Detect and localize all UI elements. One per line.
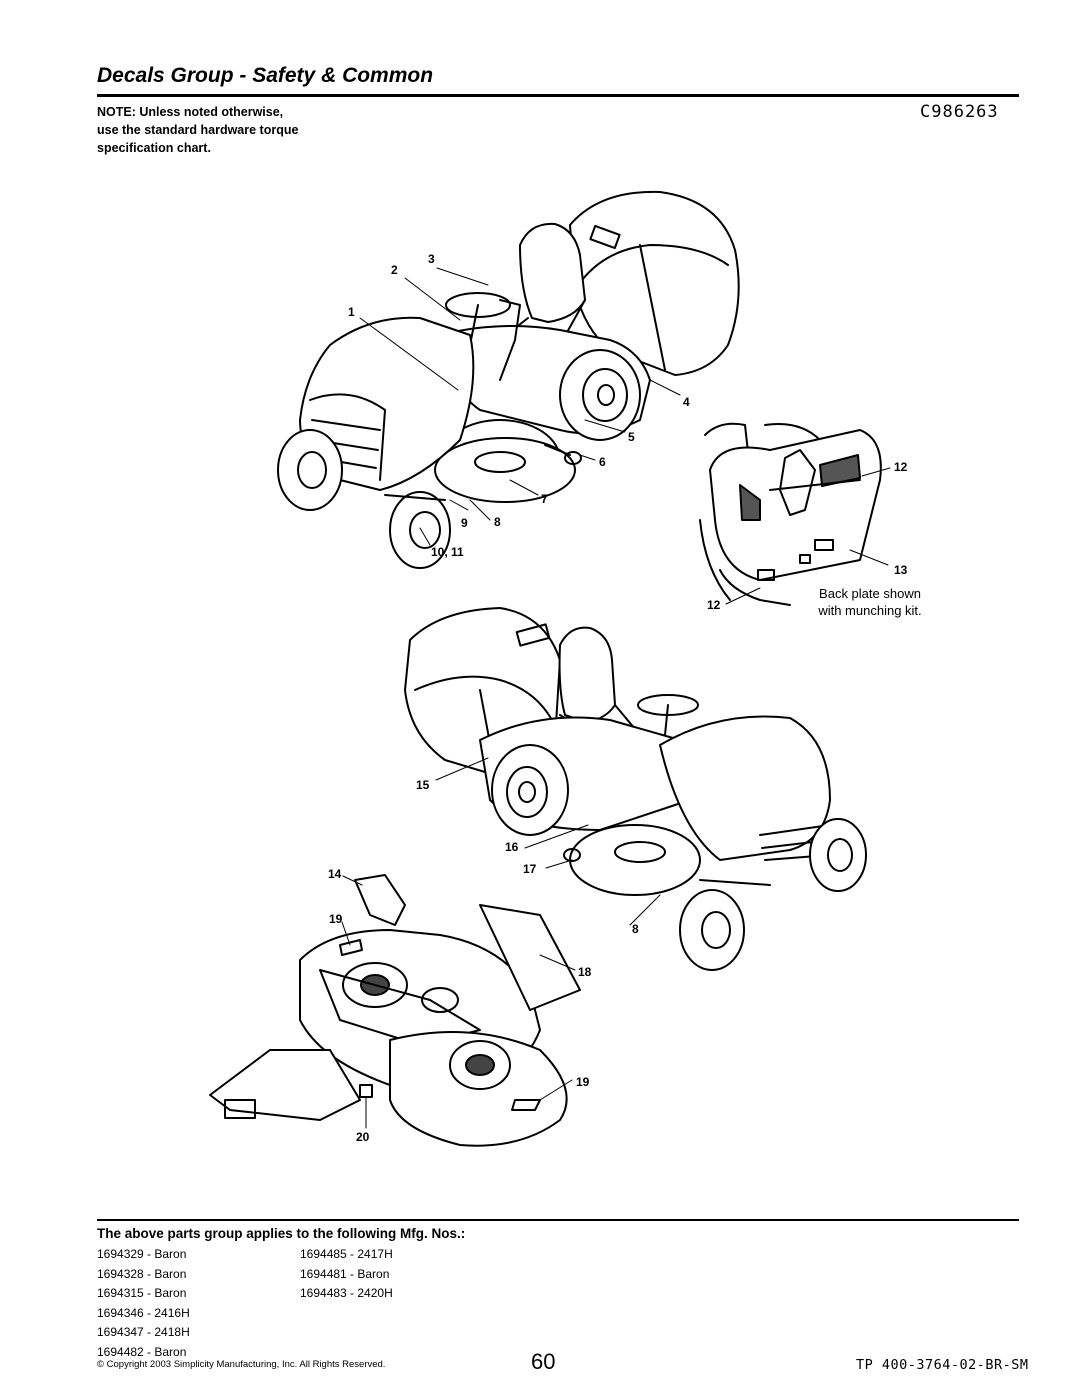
callout-13: 13 xyxy=(894,563,908,577)
caption-line: with munching kit. xyxy=(818,603,922,618)
mfg-item: 1694481 - Baron xyxy=(300,1266,390,1281)
callout-2: 2 xyxy=(391,263,398,277)
callout-8: 8 xyxy=(632,922,639,936)
callout-19: 19 xyxy=(576,1075,590,1089)
torque-note: NOTE: Unless noted otherwise, use the st… xyxy=(97,103,357,157)
mfg-item: 1694482 - Baron xyxy=(97,1344,187,1359)
applies-heading: The above parts group applies to the fol… xyxy=(97,1226,466,1241)
callout-12: 12 xyxy=(707,598,721,612)
note-line: use the standard hardware torque xyxy=(97,123,299,137)
caption-line: Back plate shown xyxy=(819,586,921,601)
mfg-list-col1: 1694329 - Baron 1694328 - Baron 1694315 … xyxy=(97,1245,190,1362)
mfg-item: 1694329 - Baron xyxy=(97,1247,187,1261)
tractor-front-view xyxy=(277,190,740,569)
document-number: TP 400-3764-02-BR-SM xyxy=(856,1357,1029,1373)
mfg-item: 1694315 - Baron xyxy=(97,1286,187,1300)
copyright: © Copyright 2003 Simplicity Manufacturin… xyxy=(97,1359,386,1370)
tractor-rear-view xyxy=(404,607,867,971)
page-number: 60 xyxy=(531,1349,556,1374)
callout-6: 6 xyxy=(599,455,606,469)
callout-1: 1 xyxy=(348,305,355,319)
callout-5: 5 xyxy=(628,430,635,444)
callout-16: 16 xyxy=(505,840,519,854)
callout-14: 14 xyxy=(328,867,342,881)
drawing-code: C986263 xyxy=(920,102,999,122)
mfg-item: 1694483 - 2420H xyxy=(300,1286,393,1300)
callout-10-11: 10, 11 xyxy=(431,545,464,559)
title-rule xyxy=(97,94,1019,97)
callout-19: 19 xyxy=(329,912,343,926)
callout-20: 20 xyxy=(356,1130,370,1144)
mfg-item: 1694328 - Baron xyxy=(97,1266,187,1281)
callout-9: 9 xyxy=(461,516,468,530)
callout-17: 17 xyxy=(523,862,537,876)
back-plate-caption: Back plate shown with munching kit. xyxy=(800,585,940,619)
callout-15: 15 xyxy=(416,778,430,792)
section-rule xyxy=(97,1219,1019,1221)
note-line: specification chart. xyxy=(97,141,211,155)
callout-7: 7 xyxy=(541,492,548,506)
callout-12: 12 xyxy=(894,460,908,474)
callout-4: 4 xyxy=(683,395,690,409)
mfg-item: 1694485 - 2417H xyxy=(300,1247,393,1261)
note-line: NOTE: Unless noted otherwise, xyxy=(97,105,284,119)
back-plate-detail xyxy=(699,422,882,606)
page-title: Decals Group - Safety & Common xyxy=(97,64,434,87)
callout-3: 3 xyxy=(428,252,435,266)
mfg-item: 1694347 - 2418H xyxy=(97,1325,190,1339)
callout-8: 8 xyxy=(494,515,501,529)
mfg-item: 1694346 - 2416H xyxy=(97,1305,190,1320)
mower-deck-exploded xyxy=(209,874,581,1147)
mfg-list-col2: 1694485 - 2417H 1694481 - Baron 1694483 … xyxy=(300,1245,393,1304)
callout-18: 18 xyxy=(578,965,592,979)
